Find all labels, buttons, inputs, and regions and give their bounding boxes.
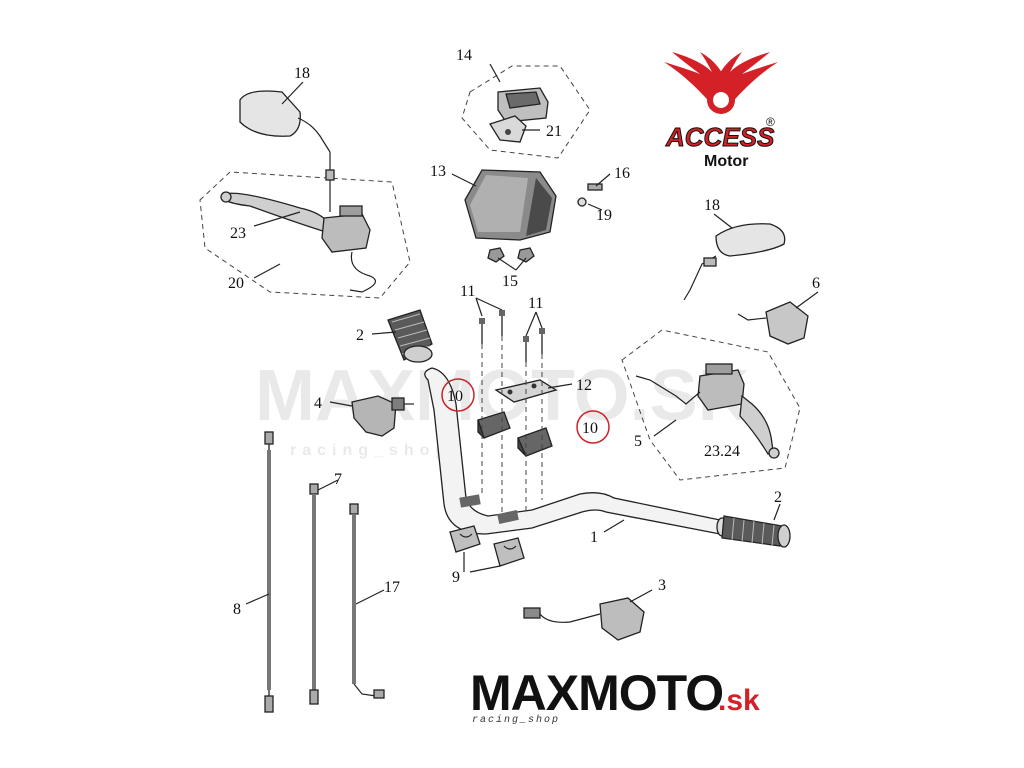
callout-2-right: 2 <box>774 489 782 506</box>
switch-3 <box>523 597 645 641</box>
callout-19: 19 <box>596 207 612 224</box>
watermark-tagline: racing_shop <box>290 442 451 459</box>
handlebar <box>424 367 728 537</box>
instrument-cluster <box>497 87 549 123</box>
callout-18-left: 18 <box>294 65 310 82</box>
nuts-15 <box>487 247 535 263</box>
lever-assembly-left <box>220 191 377 293</box>
maxmoto-logo-tagline: racing_shop <box>472 714 560 726</box>
cable-7 <box>309 483 319 705</box>
bolt-16 <box>587 183 603 191</box>
maxmoto-logo: MAXMOTO .sk racing_shop <box>470 665 760 726</box>
callout-16: 16 <box>614 165 630 182</box>
cable-8 <box>264 431 274 713</box>
callout-2-left: 2 <box>356 327 364 344</box>
callout-23: 23 <box>230 225 246 242</box>
brake-assembly-right <box>635 363 780 459</box>
callout-21: 21 <box>546 123 562 140</box>
handlebar-knurl <box>459 494 519 524</box>
throttle-housing-4 <box>351 395 414 437</box>
leader-lines <box>245 63 819 605</box>
callout-8: 8 <box>233 601 241 618</box>
maxmoto-logo-sk: .sk <box>718 684 760 717</box>
callout-13: 13 <box>430 163 446 180</box>
callout-15: 15 <box>502 273 518 290</box>
callout-10-right: 10 <box>582 420 598 437</box>
cable-17 <box>349 503 385 699</box>
lower-clamp-left <box>449 525 481 553</box>
callout-4: 4 <box>314 395 322 412</box>
callout-14: 14 <box>456 47 472 64</box>
highlight-callout-10-right: 10 <box>576 410 610 444</box>
switch-6 <box>737 301 809 345</box>
access-motor-logo: ACCESS ® Motor <box>664 52 778 170</box>
callout-23-24: 23.24 <box>704 443 740 460</box>
mirror-left <box>239 90 335 212</box>
callout-17: 17 <box>384 579 400 596</box>
callouts: 18 14 21 13 16 19 15 23 20 2 4 11 11 12 … <box>228 47 820 618</box>
callout-6: 6 <box>812 275 820 292</box>
callout-5: 5 <box>634 433 642 450</box>
brand-reg: ® <box>766 115 775 129</box>
callout-1: 1 <box>590 529 598 546</box>
callout-7: 7 <box>334 471 342 488</box>
watermark: MAXMOTO.SK racing_shop <box>255 356 750 459</box>
winged-emblem-icon <box>664 52 778 114</box>
assembly-outline-5 <box>621 329 801 481</box>
callout-18-right: 18 <box>704 197 720 214</box>
lower-clamp-right <box>493 537 525 567</box>
maxmoto-logo-text: MAXMOTO <box>470 665 723 721</box>
grip-left <box>387 309 433 363</box>
washer-19 <box>577 197 587 207</box>
callout-3: 3 <box>658 577 666 594</box>
highlight-ring-right <box>576 410 610 444</box>
assembly-outline-14 <box>461 65 591 159</box>
headlight-cover <box>464 169 557 241</box>
callout-9: 9 <box>452 569 460 586</box>
bolt-guides <box>481 336 543 512</box>
callout-11-left: 11 <box>460 283 475 300</box>
grip-right <box>721 515 791 548</box>
instrument-bracket <box>489 115 527 143</box>
mirror-right <box>683 223 786 301</box>
callout-12: 12 <box>576 377 592 394</box>
brand-sub: Motor <box>704 153 748 170</box>
brand-name: ACCESS <box>665 122 775 152</box>
highlight-ring-left <box>441 378 475 412</box>
callout-11-right: 11 <box>528 295 543 312</box>
bolts-11 <box>479 310 545 362</box>
highlight-callout-10-left: 10 <box>441 378 475 412</box>
assembly-outline-20 <box>199 171 411 299</box>
callout-10-left: 10 <box>447 388 463 405</box>
callout-20: 20 <box>228 275 244 292</box>
